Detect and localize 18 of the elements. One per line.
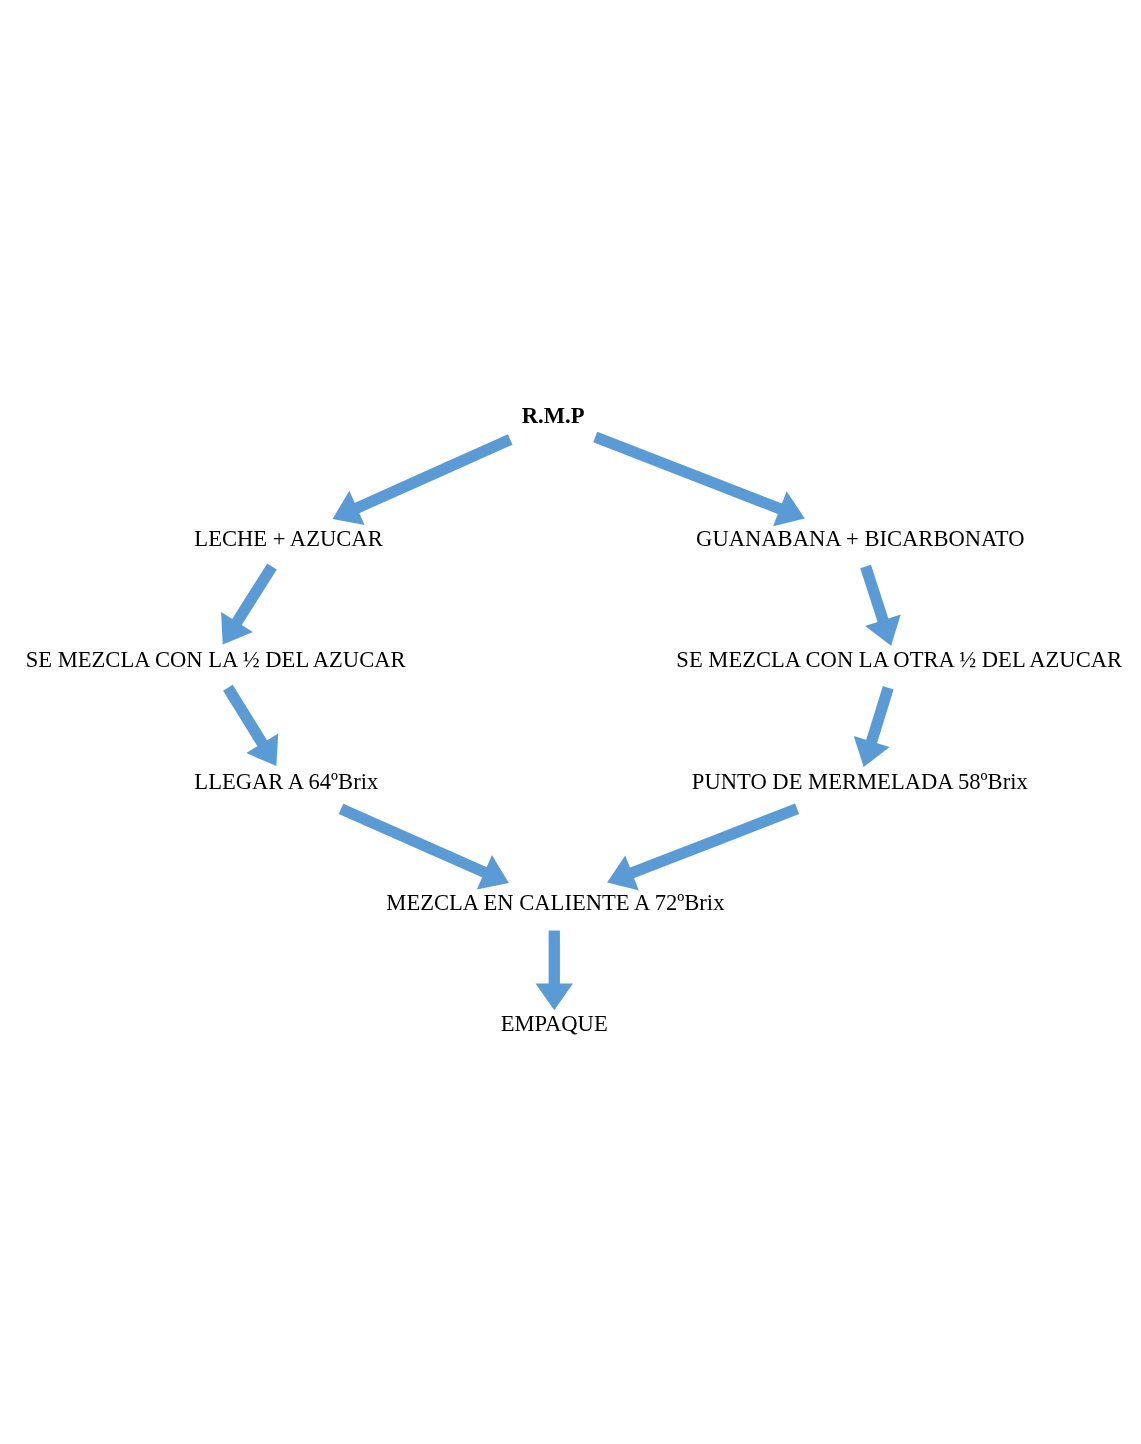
node-text: LLEGAR A 64ºBrix xyxy=(194,768,379,794)
node-text: R.M.P xyxy=(521,402,585,428)
node-text: SE MEZCLA CON LA OTRA ½ DEL AZUCAR xyxy=(676,646,1123,672)
arrow xyxy=(860,564,901,646)
node-text: LECHE + AZUCAR xyxy=(194,525,383,551)
arrow xyxy=(221,562,277,645)
node-text: MEZCLA EN CALIENTE A 72ºBrix xyxy=(386,889,725,915)
arrow xyxy=(332,433,513,525)
arrow xyxy=(853,685,894,767)
node-text: EMPAQUE xyxy=(500,1010,608,1036)
arrow xyxy=(535,930,573,1010)
arrow xyxy=(338,803,509,889)
node-text: PUNTO DE MERMELADA 58ºBrix xyxy=(691,768,1028,794)
arrow xyxy=(593,431,805,526)
arrow xyxy=(223,684,279,766)
node-text: SE MEZCLA CON LA ½ DEL AZUCAR xyxy=(25,646,406,672)
arrow xyxy=(607,802,800,890)
node-text: GUANABANA + BICARBONATO xyxy=(696,525,1025,551)
